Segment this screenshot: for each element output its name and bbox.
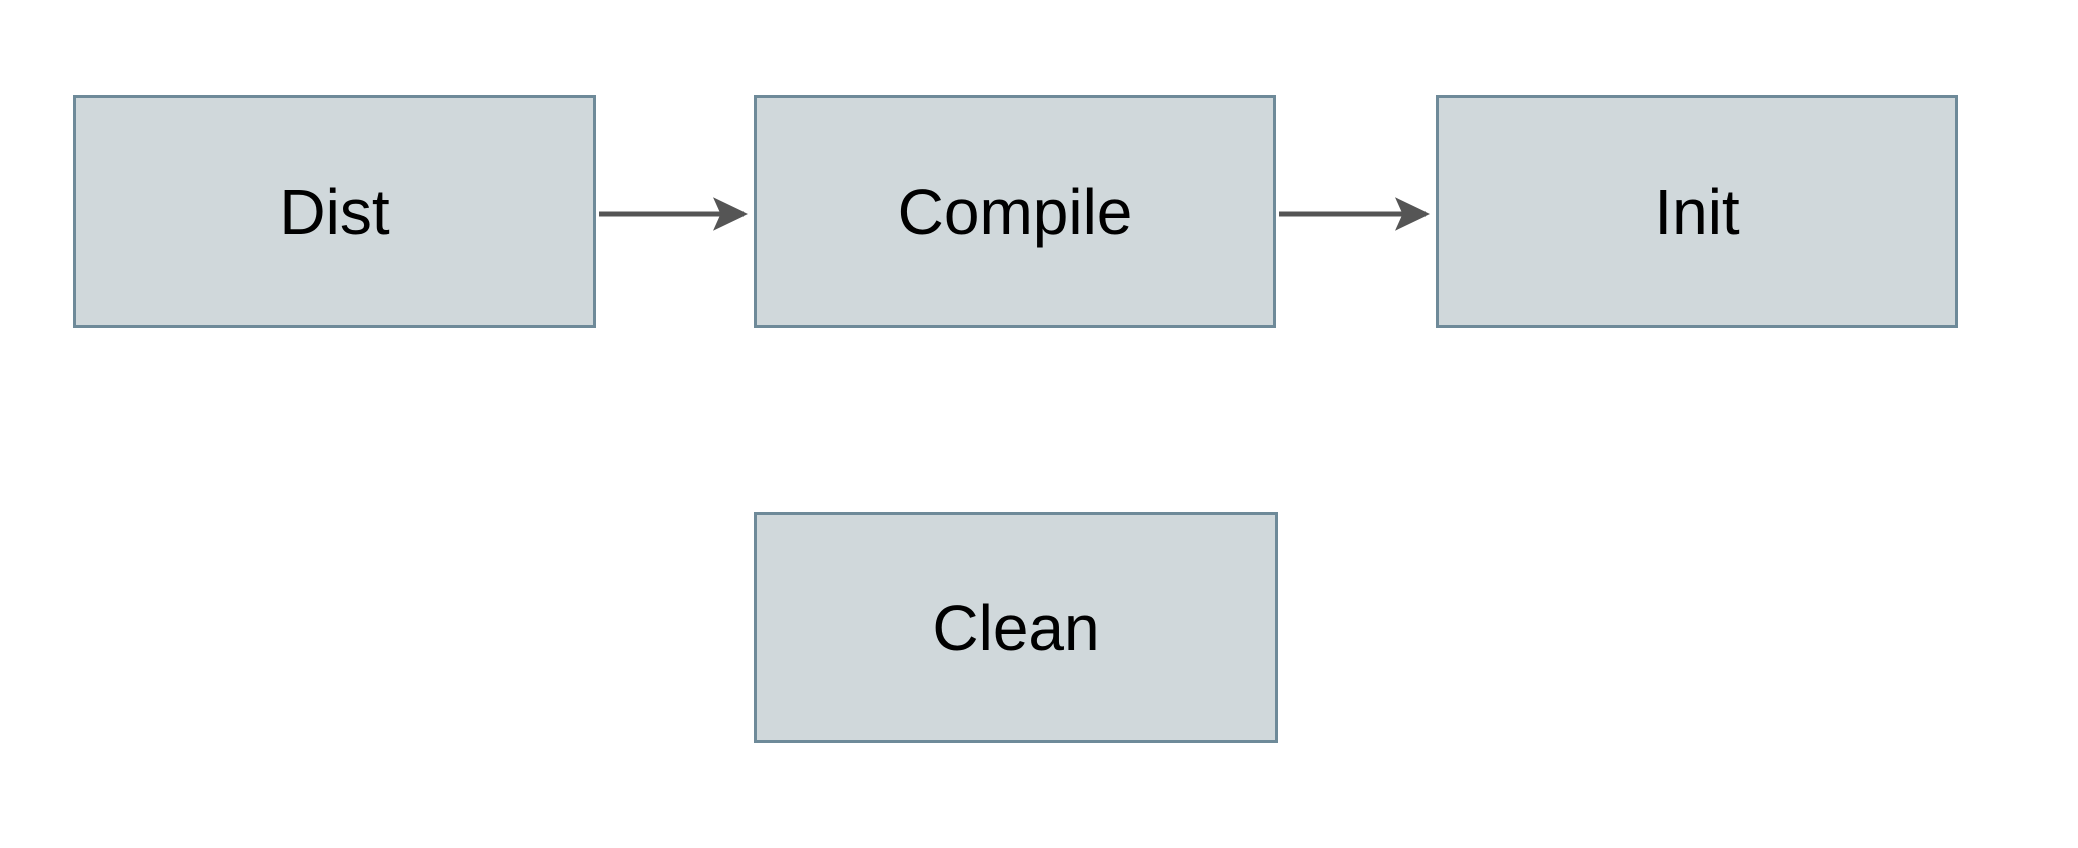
node-label-dist: Dist bbox=[279, 175, 390, 248]
node-label-compile: Compile bbox=[897, 175, 1133, 248]
node-clean[interactable]: Clean bbox=[754, 512, 1278, 743]
node-label-clean: Clean bbox=[932, 591, 1100, 664]
node-init[interactable]: Init bbox=[1436, 95, 1958, 328]
node-label-init: Init bbox=[1654, 175, 1740, 248]
node-dist[interactable]: Dist bbox=[73, 95, 596, 328]
node-compile[interactable]: Compile bbox=[754, 95, 1276, 328]
